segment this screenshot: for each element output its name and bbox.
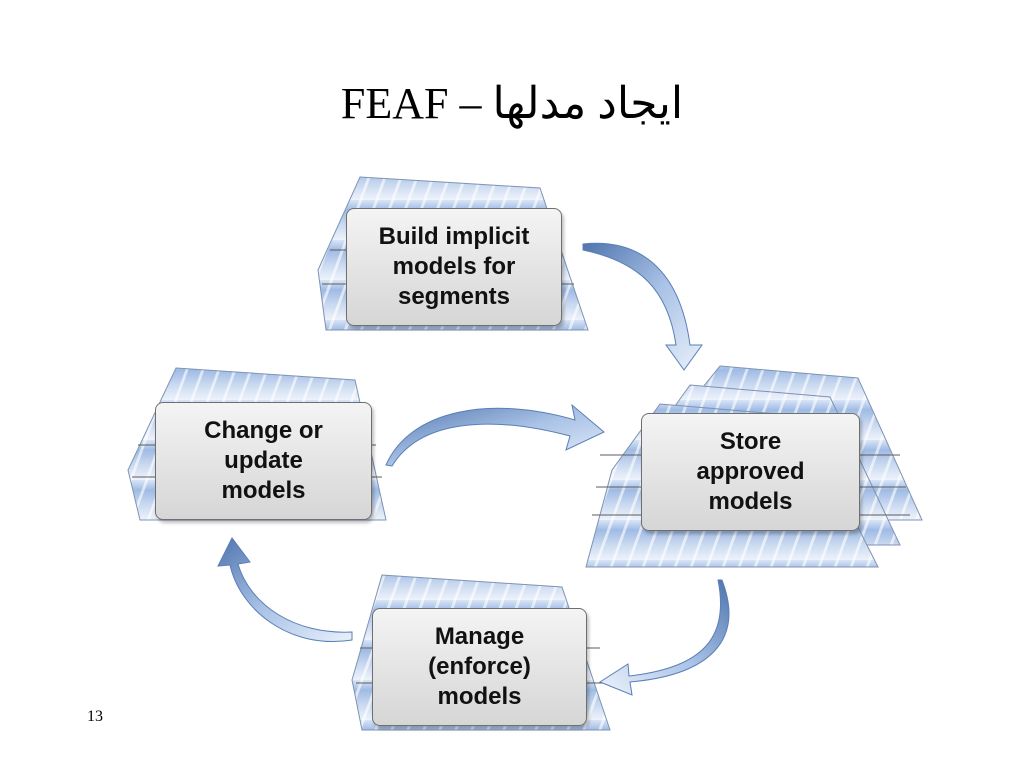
arrow-build-to-store bbox=[582, 242, 703, 371]
arrow-manage-to-change bbox=[217, 537, 353, 642]
manage-models-node: Manage (enforce) models bbox=[372, 608, 587, 726]
manage-models-label: Manage (enforce) models bbox=[428, 623, 531, 710]
arrow-store-to-manage bbox=[598, 579, 730, 696]
build-models-node: Build implicit models for segments bbox=[346, 208, 562, 326]
arrow-change-to-store bbox=[385, 403, 605, 467]
change-models-label: Change or update models bbox=[204, 417, 323, 504]
store-models-label: Store approved models bbox=[696, 428, 805, 515]
build-models-label: Build implicit models for segments bbox=[378, 223, 530, 310]
page-number: 13 bbox=[87, 708, 103, 725]
slide-title: FEAF – ایجاد مدلها bbox=[340, 79, 684, 128]
change-models-node: Change or update models bbox=[155, 402, 372, 520]
store-models-node: Store approved models bbox=[641, 413, 860, 531]
